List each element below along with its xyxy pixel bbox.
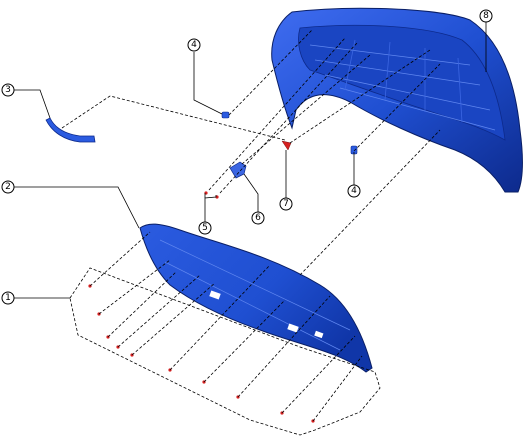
hood-bumper-top	[221, 111, 230, 119]
callout-5: 5	[198, 221, 212, 235]
callout-8: 8	[479, 9, 493, 23]
callout-label: 2	[5, 182, 11, 192]
insulator-pad	[139, 223, 373, 373]
callout-6: 6	[251, 211, 265, 225]
callout-4-top: 4	[187, 38, 201, 52]
leader-lines	[14, 22, 487, 299]
callout-label: 4	[191, 40, 197, 50]
bracket	[229, 161, 247, 179]
callout-label: 3	[5, 85, 11, 95]
callout-label: 6	[255, 213, 261, 223]
weatherstrip	[45, 117, 96, 143]
callout-2: 2	[1, 180, 15, 194]
hood-panel	[271, 7, 523, 193]
projection-lines	[61, 29, 441, 436]
callout-label: 4	[351, 186, 357, 196]
callout-label: 7	[283, 199, 289, 209]
callout-label: 1	[5, 293, 11, 303]
callout-7: 7	[279, 197, 293, 211]
callout-3: 3	[1, 83, 15, 97]
callout-4-right: 4	[347, 184, 361, 198]
callout-label: 8	[483, 11, 489, 21]
clip	[281, 140, 292, 151]
callout-label: 5	[202, 223, 208, 233]
callout-1: 1	[1, 291, 15, 305]
